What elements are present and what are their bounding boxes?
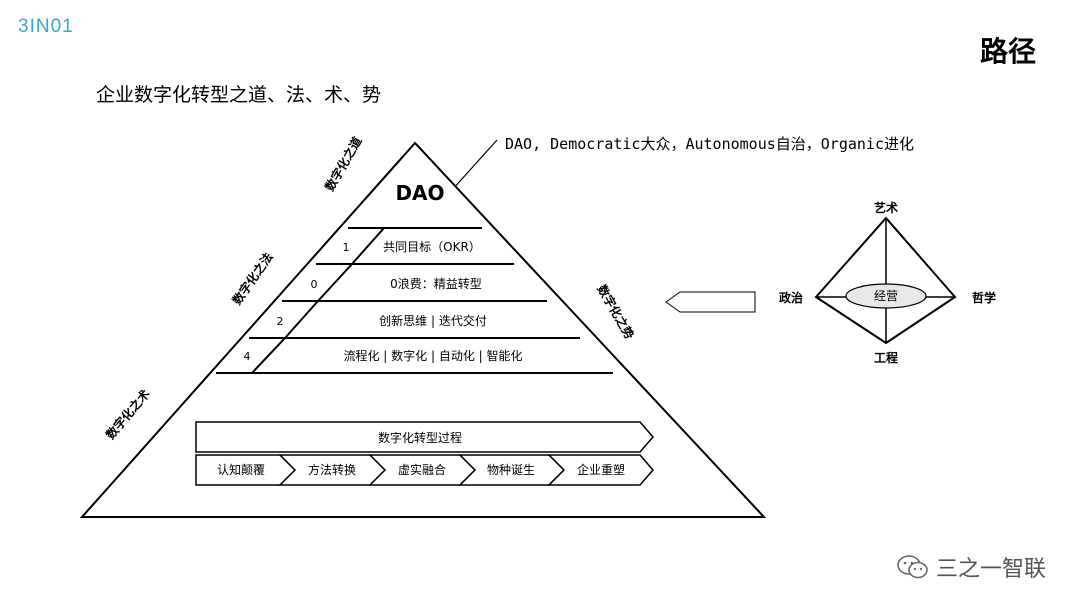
process-step-label: 认知颠覆 [217, 462, 265, 477]
page-subtitle: 企业数字化转型之道、法、术、势 [96, 84, 382, 106]
cell-divider-1 [351, 227, 385, 265]
process-step-label: 企业重塑 [577, 462, 625, 477]
brand-logo: 3IN01 [18, 16, 74, 37]
page-title: 路径 [979, 35, 1036, 68]
layer-number: 0 [311, 278, 318, 291]
side-label-fa: 数字化之法 [229, 250, 276, 308]
left-arrow-icon [665, 291, 756, 313]
diamond-top-label: 艺术 [874, 200, 898, 215]
watermark-text: 三之一智联 [935, 557, 1046, 582]
layer-number: 2 [277, 315, 284, 328]
layer-text: 流程化 | 数字化 | 自动化 | 智能化 [343, 348, 522, 363]
layer-text: 0浪费：精益转型 [390, 276, 482, 291]
layer-number: 1 [343, 241, 350, 254]
diamond-left-label: 政治 [779, 290, 803, 305]
process-step-label: 物种诞生 [487, 463, 535, 477]
process-title: 数字化转型过程 [378, 430, 462, 445]
process-step-label: 方法转换 [308, 462, 356, 477]
diamond-center-ellipse [845, 283, 927, 309]
dao-callout-text: DAO, Democratic大众，Autonomous自治，Organic进化 [505, 135, 914, 153]
process-banner [195, 421, 654, 453]
cell-divider-3 [284, 300, 319, 339]
process-step-shape [547, 454, 654, 486]
process-step-label: 虚实融合 [398, 462, 446, 477]
wechat-icon [897, 555, 928, 579]
cell-divider-2 [317, 263, 353, 302]
diamond-center-label: 经营 [874, 289, 898, 303]
layer-number: 4 [244, 350, 251, 363]
layer-text: 共同目标（OKR） [383, 240, 481, 254]
diamond-bottom-label: 工程 [874, 350, 898, 365]
cell-divider-4 [251, 337, 286, 374]
pyramid-top-label: DAO [395, 181, 444, 205]
diamond-right-label: 哲学 [972, 290, 996, 305]
callout-leader-line [451, 139, 498, 191]
side-label-shu: 数字化之术 [103, 386, 153, 442]
side-label-dao: 数字化之道 [322, 134, 365, 193]
layer-text: 创新思维 | 迭代交付 [379, 313, 487, 328]
watermark: 三之一智联 [896, 551, 1046, 583]
side-label-shi: 数字化之势 [594, 282, 637, 341]
